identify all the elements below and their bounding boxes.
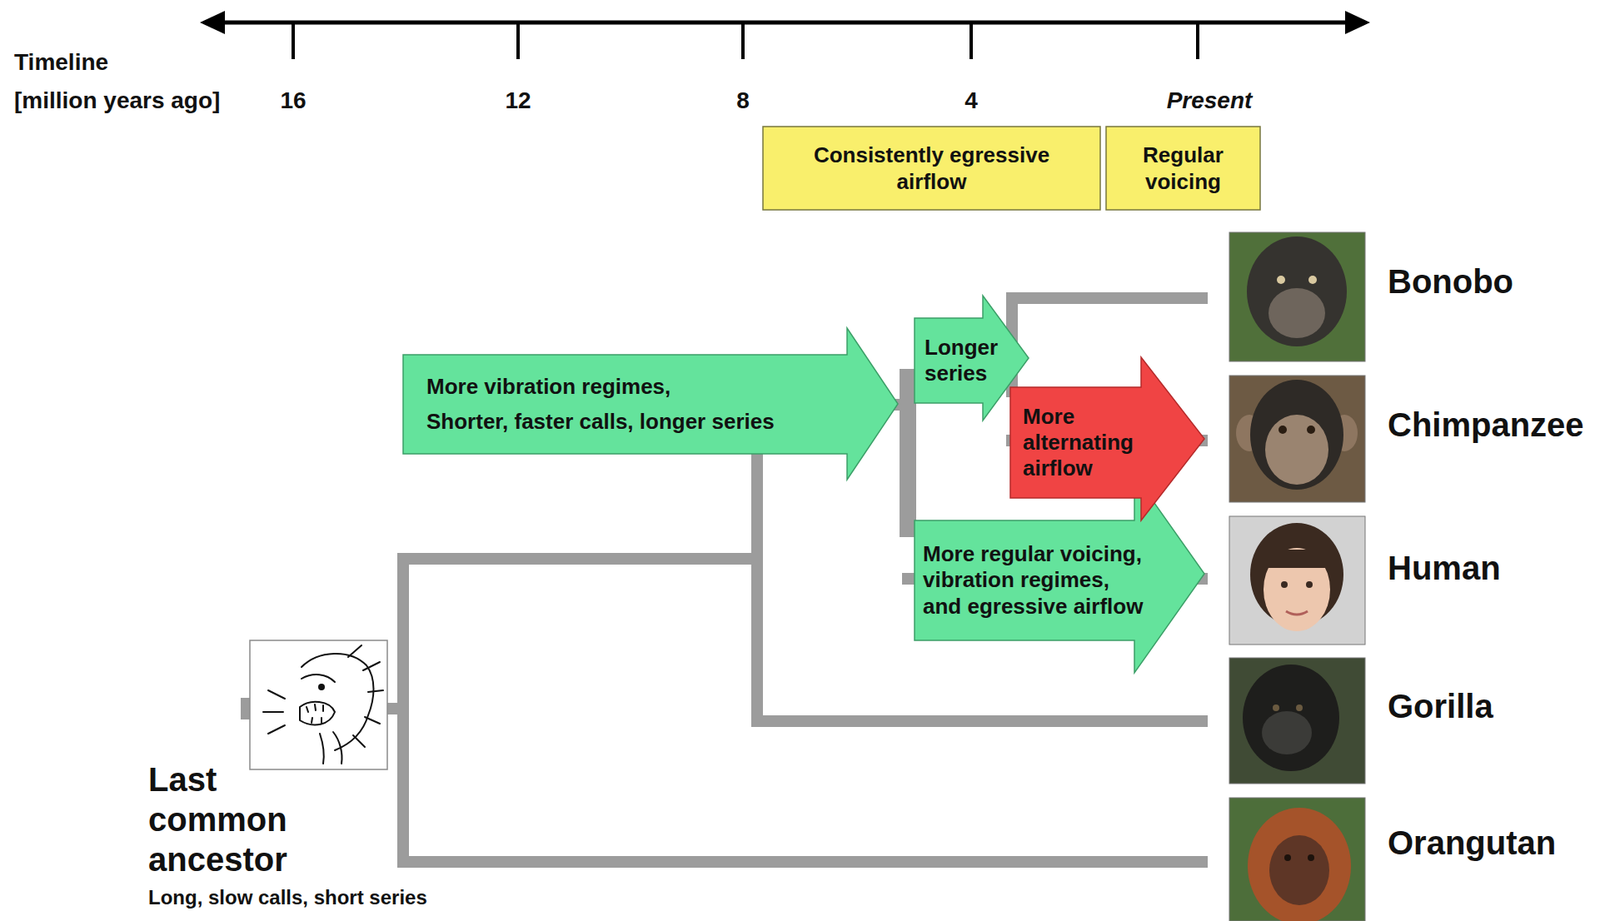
axis-title: Timeline xyxy=(14,48,109,77)
photo-mouth xyxy=(1285,611,1308,615)
trait-arrow: More vibration regimes,Shorter, faster c… xyxy=(403,328,898,480)
tick-label: 16 xyxy=(279,86,306,115)
species-name: Chimpanzee xyxy=(1387,404,1585,445)
photo-fringe xyxy=(1261,549,1332,569)
node-text: Shorter, faster calls, longer series xyxy=(426,404,775,440)
photo-ground xyxy=(1229,657,1366,784)
photo-eye xyxy=(1278,425,1287,434)
photo-eye xyxy=(1306,425,1316,434)
node-text: Regular voicing xyxy=(1116,141,1251,196)
bonobo-photo xyxy=(1229,232,1366,362)
photo-eye xyxy=(1307,854,1315,862)
tree-branch xyxy=(751,449,763,722)
box-outline xyxy=(762,126,1101,210)
chimpanzee-photo xyxy=(1229,375,1366,503)
text-holder: Regular voicing xyxy=(1116,141,1251,196)
orangutan-photo xyxy=(1229,797,1366,921)
timeline-tick xyxy=(516,22,520,60)
sketch-lines xyxy=(263,645,384,764)
photo-head xyxy=(1246,236,1347,347)
photo-ground xyxy=(1229,516,1366,645)
tick-label: 8 xyxy=(736,86,750,115)
timeline-tick xyxy=(741,22,745,60)
node-text: Longer series xyxy=(924,334,1002,387)
photo-eye xyxy=(1280,581,1288,589)
photo-face xyxy=(1261,711,1312,755)
shape-outline xyxy=(403,328,898,480)
photo-eye xyxy=(1308,275,1317,285)
timeline-arrowhead xyxy=(199,10,225,35)
gorilla-photo xyxy=(1229,657,1366,784)
tree-stub xyxy=(240,697,251,720)
sketch-sound-lines xyxy=(263,690,285,734)
node-text: Consistently egressive airflow xyxy=(782,141,1082,196)
species-name: Human xyxy=(1387,548,1501,589)
shape-outline xyxy=(1106,126,1261,210)
photo-face xyxy=(1265,414,1329,485)
tree-branch xyxy=(1011,292,1202,305)
timeline-axis xyxy=(199,10,1371,60)
photo-eye xyxy=(1305,581,1313,589)
text-holder: Consistently egressive airflow xyxy=(782,141,1082,196)
tick-label: Present xyxy=(1166,86,1253,115)
sketch-neck xyxy=(319,732,343,764)
photo-eye xyxy=(1295,704,1303,712)
timeline-tick xyxy=(969,22,973,60)
species-name: Orangutan xyxy=(1387,822,1556,863)
photo-head xyxy=(1242,664,1340,772)
photo-muzzle xyxy=(1268,288,1326,339)
axis-unit: [million years ago] xyxy=(14,86,220,115)
node-text: More alternating airflow xyxy=(1022,403,1140,483)
ancestor-label: Last common ancestor xyxy=(148,759,307,880)
text-holder: More alternating airflow xyxy=(1022,403,1140,483)
arrow-outline xyxy=(1010,357,1205,521)
sketch-brow xyxy=(301,674,335,683)
arrow-outline xyxy=(403,328,898,480)
period-box: Regular voicing xyxy=(1106,126,1261,210)
sketch-frame xyxy=(249,640,388,770)
text-holder: Longer series xyxy=(924,334,1002,387)
tree-branch xyxy=(899,377,917,529)
timeline-line xyxy=(218,20,1351,25)
species-name: Gorilla xyxy=(1387,686,1494,727)
trait-arrow: More alternating airflow xyxy=(1010,357,1205,521)
sketch-teeth xyxy=(306,704,324,723)
timeline-tick xyxy=(1196,22,1200,60)
photo-eye xyxy=(1284,854,1291,862)
phylogenetic-tree xyxy=(240,298,1202,863)
tick-label: 12 xyxy=(504,86,531,115)
tree-branch xyxy=(403,553,758,565)
photo-eye xyxy=(1272,704,1280,712)
text-holder: More vibration regimes,Shorter, faster c… xyxy=(426,369,775,439)
photo-head xyxy=(1250,379,1344,490)
text-holder: More regular voicing, vibration regimes,… xyxy=(922,541,1150,620)
tick-label: 4 xyxy=(964,86,978,115)
photo-face xyxy=(1269,835,1330,906)
photo-head xyxy=(1247,807,1351,921)
period-box: Consistently egressive airflow xyxy=(762,126,1101,210)
tree-branch xyxy=(403,856,1202,868)
tree-branch xyxy=(757,715,1202,728)
node-text: More regular voicing, vibration regimes,… xyxy=(922,541,1150,620)
ancestor-note: Long, slow calls, short series xyxy=(148,886,428,911)
photo-eye xyxy=(1276,275,1286,285)
sketch-eye xyxy=(318,683,325,691)
tree-branch xyxy=(397,558,409,863)
shape-outline xyxy=(762,126,1101,210)
timeline-arrowhead xyxy=(1345,10,1371,35)
photo-ground xyxy=(1229,375,1366,503)
ancestor-sketch xyxy=(249,640,388,770)
arrow-outline xyxy=(914,474,1205,673)
sketch-hair xyxy=(348,645,384,748)
timeline-tick xyxy=(291,22,295,60)
human-photo xyxy=(1229,516,1366,645)
node-text: More vibration regimes, xyxy=(426,369,775,405)
trait-arrow: More regular voicing, vibration regimes,… xyxy=(914,474,1205,673)
photo-ground xyxy=(1229,232,1366,362)
box-outline xyxy=(1106,126,1261,210)
sketch-mouth xyxy=(299,702,335,726)
species-name: Bonobo xyxy=(1387,261,1514,302)
